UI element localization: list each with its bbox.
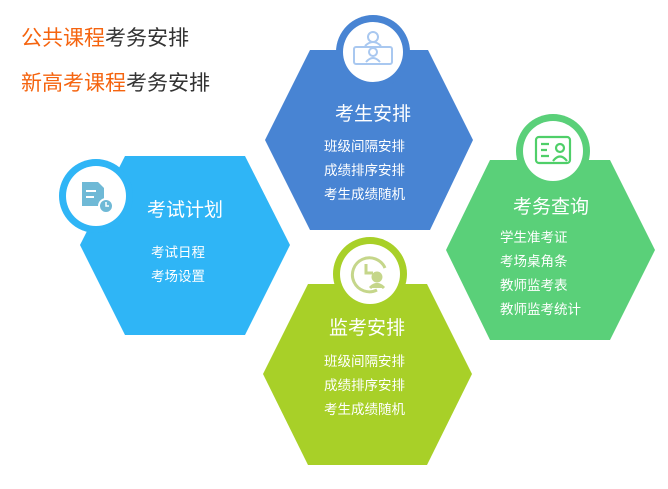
- link-text: 考务安排: [105, 26, 189, 50]
- menu-item[interactable]: 考场设置: [151, 269, 205, 285]
- menu-item[interactable]: 班级间隔安排: [324, 354, 405, 370]
- student-title[interactable]: 考生安排: [334, 103, 411, 125]
- invigilate-menu: 班级间隔安排 成绩排序安排 考生成绩随机: [324, 350, 405, 422]
- menu-item[interactable]: 成绩排序安排: [324, 163, 405, 179]
- link-highlight: 公共课程: [21, 26, 105, 50]
- menu-item[interactable]: 成绩排序安排: [324, 378, 405, 394]
- students-icon: [353, 31, 393, 65]
- id-card-icon: [534, 135, 572, 165]
- student-menu: 班级间隔安排 成绩排序安排 考生成绩随机: [324, 135, 405, 207]
- clock-person-icon: [350, 256, 387, 294]
- menu-item[interactable]: 考生成绩随机: [324, 402, 405, 418]
- menu-item[interactable]: 考生成绩随机: [324, 187, 405, 203]
- document-clock-icon: [82, 182, 114, 214]
- menu-item[interactable]: 班级间隔安排: [324, 139, 405, 155]
- hexagon-invigilate[interactable]: [263, 284, 472, 465]
- hexagon-query[interactable]: [446, 160, 655, 340]
- menu-item[interactable]: 教师监考表: [500, 278, 568, 294]
- link-text: 考务安排: [126, 71, 210, 95]
- menu-item[interactable]: 学生准考证: [500, 230, 568, 246]
- menu-item[interactable]: 考场桌角条: [500, 254, 568, 270]
- menu-item[interactable]: 教师监考统计: [500, 302, 581, 318]
- new-gaokao-course-link[interactable]: 新高考课程考务安排: [21, 67, 210, 97]
- invigilate-title[interactable]: 监考安排: [328, 317, 405, 339]
- query-menu: 学生准考证 考场桌角条 教师监考表 教师监考统计: [500, 226, 581, 322]
- link-highlight: 新高考课程: [21, 71, 126, 95]
- public-course-link[interactable]: 公共课程考务安排: [21, 22, 189, 52]
- hexagon-student[interactable]: [265, 50, 473, 230]
- plan-menu: 考试日程 考场设置: [151, 241, 205, 289]
- plan-title[interactable]: 考试计划: [146, 199, 223, 221]
- query-title[interactable]: 考务查询: [512, 196, 589, 218]
- menu-item[interactable]: 考试日程: [151, 245, 205, 261]
